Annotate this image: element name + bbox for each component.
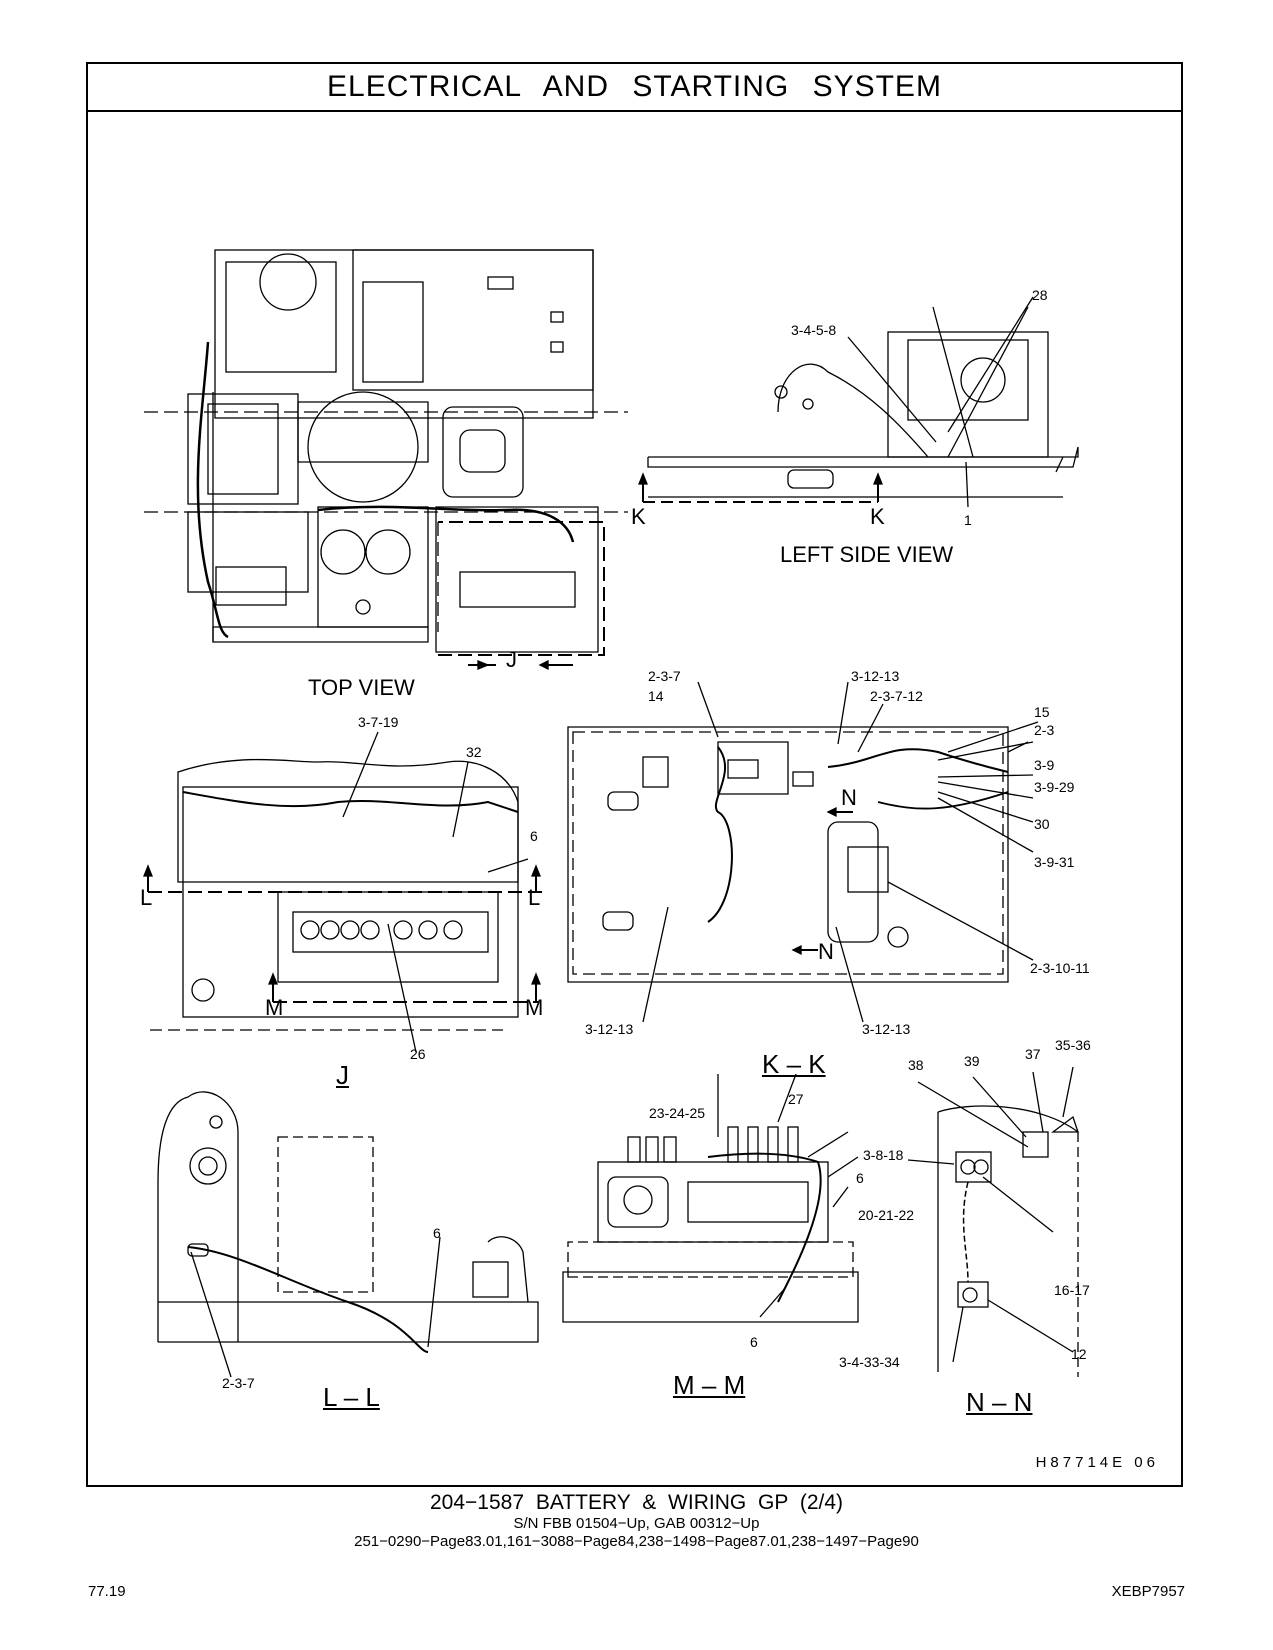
mm-view-label: M – M [673, 1370, 746, 1400]
wiring-drawing: TOP VIEW LEFT SIDE VIEW J K – K L – L M … [88, 112, 1181, 1485]
callout-6-mm-lower: 6 [750, 1334, 758, 1350]
callout-3-4-5-8: 3-4-5-8 [791, 322, 837, 338]
mm-view-art [562, 1073, 859, 1323]
callout-37: 37 [1025, 1046, 1041, 1062]
callout-2-3: 2-3 [1034, 722, 1055, 738]
callout-15: 15 [1034, 704, 1050, 720]
top-view-label: TOP VIEW [308, 675, 415, 700]
callout-3-9-29: 3-9-29 [1034, 779, 1075, 795]
section-l-right-marker: L [528, 885, 541, 910]
caption-main: 204−1587 BATTERY & WIRING GP (2/4) [429, 1491, 844, 1514]
drawing-frame: ELECTRICAL AND STARTING SYSTEM [86, 62, 1183, 1487]
callout-2-3-7-ll: 2-3-7 [222, 1375, 255, 1391]
callout-28: 28 [1032, 287, 1048, 303]
nn-view-art [907, 1066, 1079, 1377]
callout-6-ll: 6 [433, 1225, 441, 1241]
top-view-art [144, 249, 628, 671]
line-art [143, 249, 1079, 1378]
callout-3-8-18: 3-8-18 [863, 1147, 904, 1163]
callout-30: 30 [1034, 816, 1050, 832]
callout-3-12-13-top: 3-12-13 [851, 668, 900, 684]
callout-2-3-7-kk: 2-3-7 [648, 668, 681, 684]
section-j-marker: J [506, 647, 517, 672]
callout-12: 12 [1071, 1346, 1087, 1362]
callout-3-9: 3-9 [1034, 757, 1055, 773]
callout-16-17: 16-17 [1054, 1282, 1090, 1298]
callout-2-3-10-11: 2-3-10-11 [1030, 960, 1090, 976]
left-side-view-art [638, 296, 1079, 508]
callout-3-12-13-right: 3-12-13 [862, 1021, 911, 1037]
callout-3-9-31: 3-9-31 [1034, 854, 1075, 870]
section-l-left-marker: L [140, 885, 153, 910]
kk-view-label: K – K [762, 1049, 826, 1079]
ll-view-label: L – L [323, 1382, 380, 1412]
callout-38: 38 [908, 1057, 924, 1073]
section-k-left-marker: K [631, 504, 646, 529]
callout-27: 27 [788, 1091, 804, 1107]
callout-1: 1 [964, 512, 972, 528]
callout-3-4-33-34: 3-4-33-34 [839, 1354, 900, 1370]
callout-23-24-25: 23-24-25 [649, 1105, 706, 1121]
kk-view-art [567, 681, 1039, 1023]
figure-id: H87714E 06 [1035, 1454, 1159, 1471]
page-number: 77.19 [88, 1583, 126, 1600]
section-m-left-marker: M [265, 995, 284, 1020]
callout-6-mm-upper: 6 [856, 1170, 864, 1186]
ll-view-art [157, 1091, 539, 1378]
callout-14: 14 [648, 688, 664, 704]
callout-32: 32 [466, 744, 482, 760]
callout-26: 26 [410, 1046, 426, 1062]
section-n-upper-marker: N [841, 785, 857, 810]
callout-2-3-7-12: 2-3-7-12 [870, 688, 923, 704]
page-title: ELECTRICAL AND STARTING SYSTEM [88, 64, 1181, 112]
caption-serial: S/N FBB 01504−Up, GAB 00312−Up [513, 1515, 760, 1532]
caption-refs: 251−0290−Page83.01,161−3088−Page84,238−1… [354, 1533, 919, 1550]
callout-6-j: 6 [530, 828, 538, 844]
callout-3-7-19: 3-7-19 [358, 714, 399, 730]
left-side-view-label: LEFT SIDE VIEW [780, 542, 954, 567]
callout-35-36: 35-36 [1055, 1037, 1091, 1053]
nn-view-label: N – N [966, 1387, 1033, 1417]
callout-20-21-22: 20-21-22 [858, 1207, 915, 1223]
section-m-right-marker: M [525, 995, 544, 1020]
j-view-label: J [336, 1060, 349, 1090]
callout-3-12-13-left: 3-12-13 [585, 1021, 634, 1037]
section-n-lower-marker: N [818, 939, 834, 964]
doc-id: XEBP7957 [1111, 1583, 1185, 1600]
j-view-art [143, 731, 548, 1053]
callout-39: 39 [964, 1053, 980, 1069]
section-k-right-marker: K [870, 504, 885, 529]
